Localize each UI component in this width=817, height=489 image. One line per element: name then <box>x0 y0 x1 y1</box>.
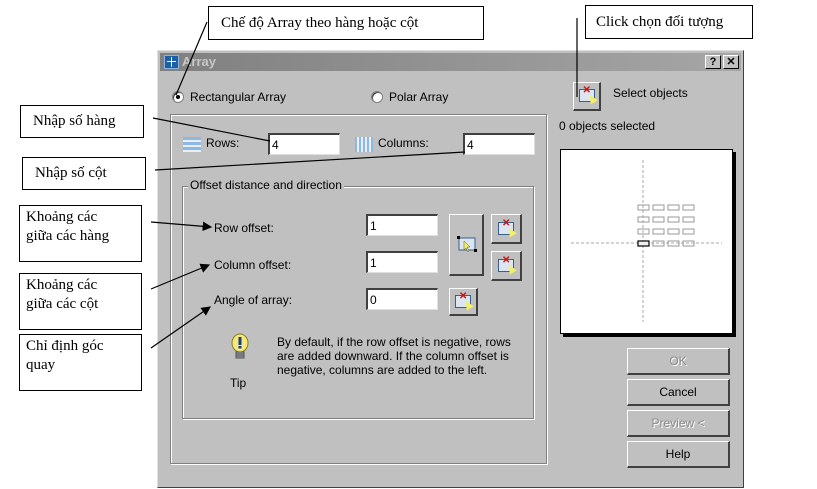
pick-both-offsets-icon <box>457 236 477 253</box>
pick-column-offset-icon <box>498 255 514 272</box>
preview-button[interactable]: Preview < <box>627 410 730 437</box>
preview-cell <box>682 240 695 247</box>
callout-text: Khoảng các <box>26 277 98 293</box>
array-dialog: Array ? ✕ Rectangular Array Polar Array … <box>157 50 744 488</box>
preview-cell <box>637 240 650 247</box>
callout-column-offset: Khoảng các giữa các cột <box>19 273 142 330</box>
preview-cell <box>652 204 665 211</box>
lightbulb-tip-icon <box>231 333 249 359</box>
callout-columns: Nhập số cột <box>22 157 146 190</box>
dialog-title: Array <box>182 54 216 69</box>
select-objects-label[interactable]: Select objects <box>613 86 688 100</box>
callout-text: Nhập số hàng <box>33 113 116 129</box>
pick-row-offset-button[interactable] <box>491 214 522 244</box>
ok-button[interactable]: OK <box>627 348 730 375</box>
columns-input[interactable] <box>463 133 535 155</box>
cancel-button[interactable]: Cancel <box>627 379 730 406</box>
radio-rectangular-indicator[interactable] <box>172 91 184 103</box>
help-title-button[interactable]: ? <box>705 55 721 69</box>
preview-cell <box>667 240 680 247</box>
preview-cell <box>652 228 665 235</box>
preview-canvas <box>571 160 722 322</box>
preview-cell <box>667 228 680 235</box>
callout-text: Chế độ Array theo hàng hoặc cột <box>221 15 419 31</box>
rows-icon <box>183 137 201 152</box>
radio-polar-indicator[interactable] <box>371 91 383 103</box>
offset-group-box <box>182 186 534 419</box>
callout-array-mode: Chế độ Array theo hàng hoặc cột <box>208 6 484 40</box>
tip-text: By default, if the row offset is negativ… <box>277 335 511 377</box>
preview-cell <box>637 216 650 223</box>
row-offset-input[interactable] <box>366 214 438 236</box>
angle-of-array-input[interactable] <box>366 288 438 310</box>
column-offset-label: Column offset: <box>214 258 292 272</box>
help-button[interactable]: Help <box>627 441 730 468</box>
callout-text: quay <box>26 357 56 373</box>
pick-angle-button[interactable] <box>449 288 478 316</box>
column-offset-input[interactable] <box>366 251 438 273</box>
preview-cell <box>682 216 695 223</box>
callout-select-objects: Click chọn đối tượng <box>585 5 753 39</box>
preview-cell <box>637 204 650 211</box>
columns-label: Columns: <box>378 136 429 150</box>
row-offset-label: Row offset: <box>214 221 274 235</box>
callout-text: giữa các cột <box>26 296 99 312</box>
preview-cell <box>682 228 695 235</box>
offset-group-title: Offset distance and direction <box>188 178 344 192</box>
polar-array-label[interactable]: Polar Array <box>389 90 449 104</box>
pick-angle-icon <box>455 291 471 308</box>
preview-cell <box>637 228 650 235</box>
array-app-icon <box>164 55 179 69</box>
pick-row-offset-icon <box>498 218 514 235</box>
callout-text: Nhập số cột <box>35 165 107 181</box>
select-objects-icon <box>578 85 595 102</box>
callout-text: Khoảng các <box>26 209 98 225</box>
preview-cell <box>652 240 665 247</box>
callout-text: Click chọn đối tượng <box>596 14 724 30</box>
preview-cell <box>652 216 665 223</box>
callout-row-offset: Khoảng các giữa các hàng <box>19 205 142 262</box>
callout-text: giữa các hàng <box>26 228 110 244</box>
columns-icon <box>355 137 373 152</box>
callout-rows: Nhập số hàng <box>20 105 144 138</box>
preview-cell <box>667 204 680 211</box>
close-button[interactable]: ✕ <box>723 55 739 69</box>
pick-both-offsets-button[interactable] <box>449 214 484 276</box>
title-bar: Array ? ✕ <box>160 53 741 71</box>
preview-cell <box>667 216 680 223</box>
pick-column-offset-button[interactable] <box>491 251 522 281</box>
preview-cell <box>682 204 695 211</box>
callout-text: Chỉ định góc <box>26 338 104 354</box>
rectangular-array-label[interactable]: Rectangular Array <box>190 90 287 104</box>
array-preview <box>560 149 733 334</box>
rows-input[interactable] <box>268 133 340 155</box>
rows-label: Rows: <box>206 136 240 150</box>
angle-of-array-label: Angle of array: <box>214 293 293 307</box>
tip-label: Tip <box>230 376 247 390</box>
callout-angle: Chỉ định góc quay <box>19 334 142 391</box>
select-objects-button[interactable] <box>573 82 601 111</box>
objects-selected-status: 0 objects selected <box>559 119 656 133</box>
